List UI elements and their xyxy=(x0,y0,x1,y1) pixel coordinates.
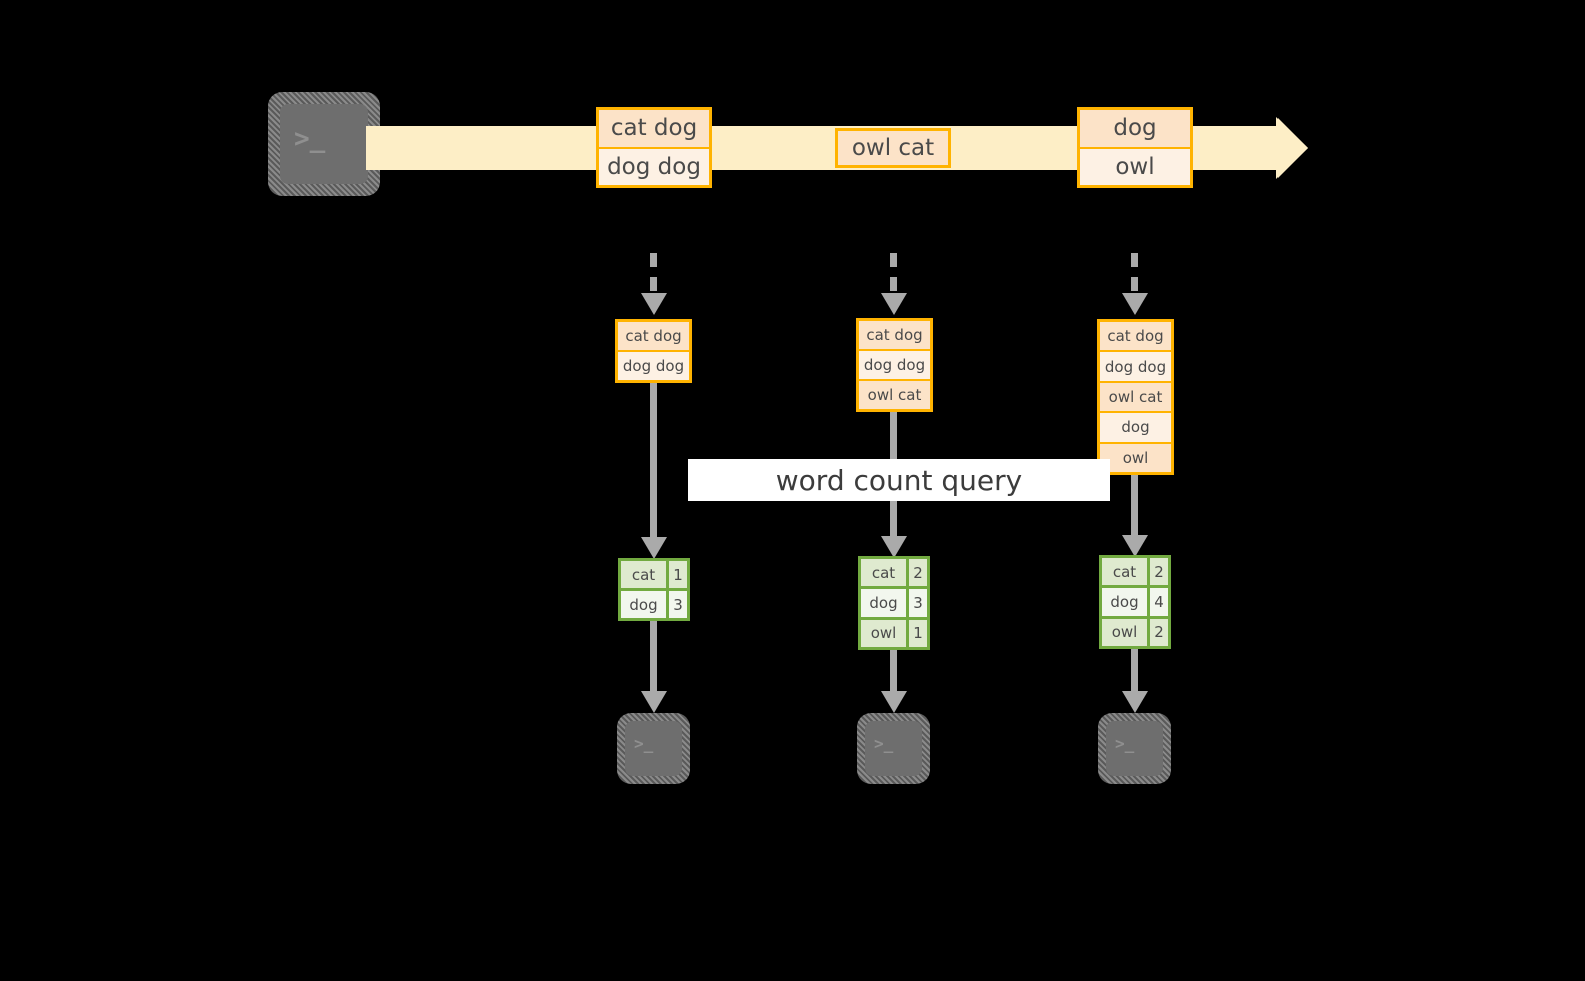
snapshot-3-dashed-connector xyxy=(1131,253,1138,295)
stream-record-line: owl cat xyxy=(838,131,948,165)
table-cell-word: cat xyxy=(1102,558,1150,586)
table-cell-word: owl xyxy=(861,619,909,647)
snapshot-2-query-arrowhead xyxy=(881,536,907,558)
snapshot-input-line: owl cat xyxy=(859,381,930,409)
table-cell-word: cat xyxy=(621,561,669,588)
snapshot-3-dashed-arrowhead xyxy=(1122,293,1148,315)
table-cell-count: 1 xyxy=(669,561,687,588)
table-row: dog 4 xyxy=(1102,588,1168,619)
snapshot-2-dashed-arrowhead xyxy=(881,293,907,315)
table-row: dog 3 xyxy=(621,591,687,618)
query-label-band: word count query xyxy=(688,459,1110,501)
snapshot-1-sink-connector xyxy=(650,621,657,693)
table-cell-count: 4 xyxy=(1150,588,1168,616)
snapshot-3-query-arrowhead xyxy=(1122,535,1148,557)
table-cell-count: 2 xyxy=(1150,558,1168,586)
snapshot-1-input-box[interactable]: cat dog dog dog xyxy=(615,319,692,383)
source-terminal-icon: >_ xyxy=(280,104,368,184)
table-cell-count: 3 xyxy=(909,589,927,617)
stream-record-line: owl xyxy=(1080,148,1190,185)
table-cell-word: dog xyxy=(1102,588,1150,616)
snapshot-input-line: owl cat xyxy=(1100,382,1171,414)
table-cell-count: 3 xyxy=(669,591,687,618)
snapshot-input-line: dog xyxy=(1100,413,1171,444)
snapshot-3-result-table[interactable]: cat 2 dog 4 owl 2 xyxy=(1099,555,1171,649)
snapshot-2-dashed-connector xyxy=(890,253,897,295)
stream-record-line: dog xyxy=(1080,110,1190,149)
table-cell-word: dog xyxy=(621,591,669,618)
snapshot-3-sink-arrowhead xyxy=(1122,691,1148,713)
stream-record-line: dog dog xyxy=(599,148,709,185)
snapshot-1-result-table[interactable]: cat 1 dog 3 xyxy=(618,558,690,621)
table-row: dog 3 xyxy=(861,589,927,620)
snapshot-input-line: cat dog xyxy=(1100,322,1171,353)
table-row: cat 2 xyxy=(861,559,927,590)
table-cell-word: dog xyxy=(861,589,909,617)
table-row: cat 2 xyxy=(1102,558,1168,589)
snapshot-3-sink-connector xyxy=(1131,649,1138,693)
terminal-prompt-icon: >_ xyxy=(1115,734,1135,753)
snapshot-2-input-box[interactable]: cat dog dog dog owl cat xyxy=(856,318,933,412)
snapshot-input-line: owl xyxy=(1100,443,1171,473)
snapshot-input-line: dog dog xyxy=(618,352,689,380)
stream-record-2[interactable]: owl cat xyxy=(835,128,951,168)
snapshot-1-dashed-arrowhead xyxy=(641,293,667,315)
snapshot-1-sink-terminal-icon: >_ xyxy=(625,721,682,776)
table-row: owl 2 xyxy=(1102,618,1168,646)
snapshot-3-sink-terminal-icon: >_ xyxy=(1106,721,1163,776)
stream-record-1[interactable]: cat dog dog dog xyxy=(596,107,712,188)
terminal-prompt-icon: >_ xyxy=(874,734,894,753)
snapshot-2-sink-terminal-icon: >_ xyxy=(865,721,922,776)
snapshot-input-line: dog dog xyxy=(1100,352,1171,383)
snapshot-1-sink-arrowhead xyxy=(641,691,667,713)
table-cell-word: owl xyxy=(1102,618,1150,646)
table-cell-count: 2 xyxy=(909,559,927,587)
snapshot-1-query-connector xyxy=(650,383,657,539)
snapshot-3-query-connector xyxy=(1131,475,1138,537)
terminal-prompt-icon: >_ xyxy=(634,734,654,753)
snapshot-input-line: dog dog xyxy=(859,351,930,381)
page-title: word count query xyxy=(775,463,1023,497)
snapshot-2-sink-arrowhead xyxy=(881,691,907,713)
snapshot-2-result-table[interactable]: cat 2 dog 3 owl 1 xyxy=(858,556,930,650)
stream-record-3[interactable]: dog owl xyxy=(1077,107,1193,188)
event-stream-arrowhead-shape xyxy=(1276,117,1308,179)
snapshot-input-line: cat dog xyxy=(859,321,930,351)
snapshot-input-line: cat dog xyxy=(618,322,689,352)
terminal-prompt-icon: >_ xyxy=(294,124,326,154)
stream-record-line: cat dog xyxy=(599,110,709,149)
table-cell-count: 1 xyxy=(909,619,927,647)
snapshot-2-sink-connector xyxy=(890,650,897,693)
snapshot-1-dashed-connector xyxy=(650,253,657,295)
snapshot-1-query-arrowhead xyxy=(641,537,667,559)
table-cell-word: cat xyxy=(861,559,909,587)
table-row: cat 1 xyxy=(621,561,687,591)
table-cell-count: 2 xyxy=(1150,618,1168,646)
snapshot-3-input-box[interactable]: cat dog dog dog owl cat dog owl xyxy=(1097,319,1174,475)
table-row: owl 1 xyxy=(861,619,927,647)
